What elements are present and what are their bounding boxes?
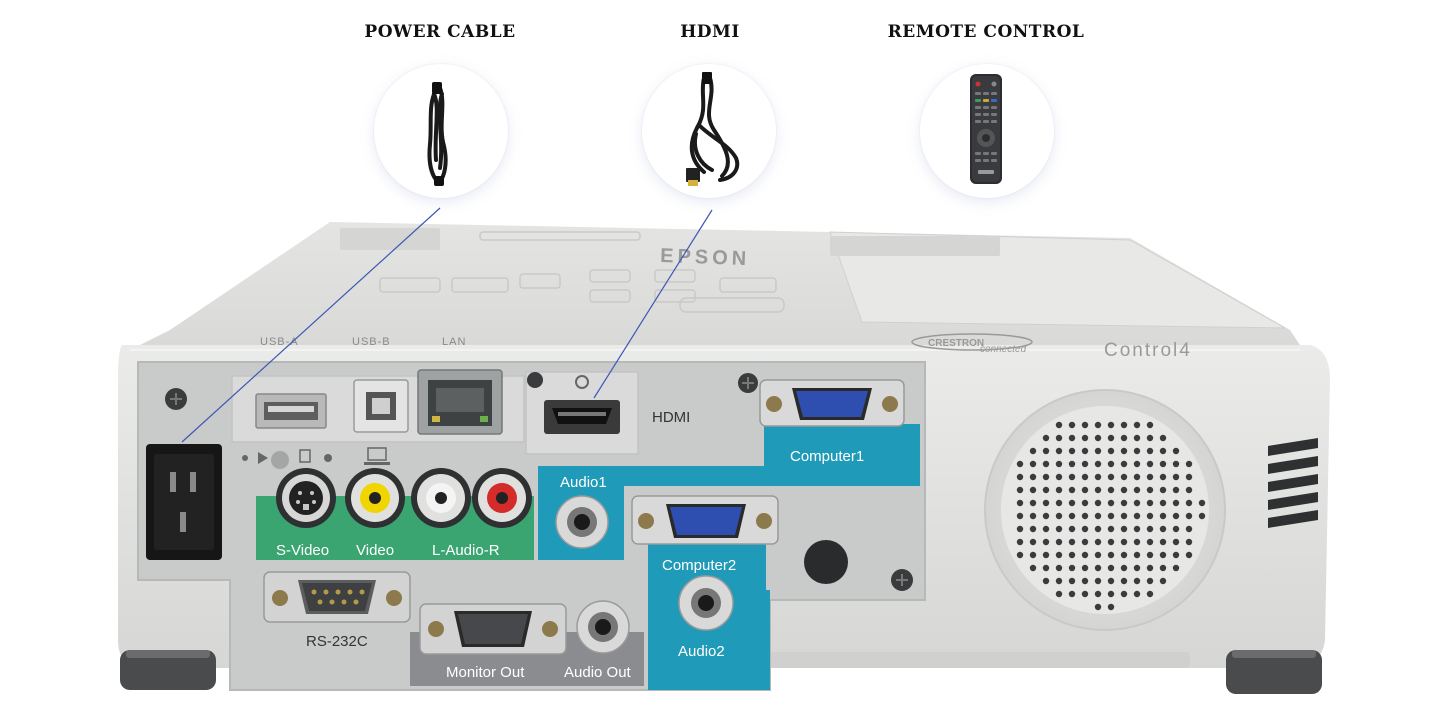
audio-left-port[interactable] bbox=[411, 468, 471, 528]
monitor-out-label: Monitor Out bbox=[446, 664, 525, 681]
usb-b-port[interactable] bbox=[353, 379, 409, 433]
svg-text:CRESTRON: CRESTRON bbox=[928, 338, 984, 349]
usb-b-label: USB-B bbox=[352, 336, 391, 348]
brand-logo: EPSON bbox=[660, 245, 751, 270]
video-port[interactable] bbox=[345, 468, 405, 528]
rs232c-label: RS-232C bbox=[306, 633, 368, 650]
audio2-label: Audio2 bbox=[678, 643, 725, 660]
l-audio-r-label: L-Audio-R bbox=[432, 542, 500, 559]
rs232c-port[interactable] bbox=[263, 571, 411, 623]
hdmi-cable-icon bbox=[686, 72, 740, 186]
audio-out-port[interactable] bbox=[576, 600, 630, 654]
right-foot bbox=[1226, 650, 1322, 694]
hdmi-label: HDMI bbox=[652, 409, 690, 426]
s-video-port[interactable] bbox=[276, 468, 336, 528]
power-cable-icon bbox=[427, 82, 448, 186]
control-buttons bbox=[379, 231, 785, 313]
accessory-power-cable bbox=[374, 64, 508, 198]
audio2-port[interactable] bbox=[678, 575, 734, 631]
speaker-grille bbox=[984, 389, 1226, 631]
audio1-port[interactable] bbox=[555, 495, 609, 549]
accessory-remote-control bbox=[920, 64, 1054, 198]
lan-port[interactable] bbox=[417, 369, 503, 435]
svg-text:connected: connected bbox=[980, 344, 1027, 355]
audio-right-port[interactable] bbox=[472, 468, 532, 528]
ir-sensor bbox=[804, 540, 848, 584]
accessory-title-hdmi: HDMI bbox=[680, 22, 740, 42]
left-foot bbox=[120, 650, 216, 690]
video-label: Video bbox=[356, 542, 394, 559]
computer1-zone bbox=[764, 424, 920, 486]
crestron-logo: CRESTRON connected bbox=[911, 333, 1033, 355]
audio-out-label: Audio Out bbox=[564, 664, 632, 681]
control4-logo: Control4 bbox=[1104, 340, 1192, 361]
lan-label: LAN bbox=[442, 336, 466, 348]
usb-a-port[interactable] bbox=[255, 393, 327, 429]
remote-control-icon bbox=[970, 74, 1002, 184]
hdmi-callout-line bbox=[593, 209, 713, 399]
top-label-strip bbox=[340, 228, 1000, 256]
hdmi-port[interactable] bbox=[544, 400, 620, 434]
accessory-title-power-cable: POWER CABLE bbox=[364, 22, 516, 42]
accessory-hdmi bbox=[642, 64, 776, 198]
power-cable-callout-line bbox=[181, 207, 441, 443]
power-inlet bbox=[146, 444, 222, 560]
computer2-port[interactable] bbox=[631, 495, 779, 545]
av-indicator-icons bbox=[242, 447, 390, 469]
computer1-label: Computer1 bbox=[790, 448, 864, 465]
computer1-port[interactable] bbox=[759, 379, 905, 427]
computer2-label: Computer2 bbox=[662, 557, 736, 574]
accessory-title-remote-control: REMOTE CONTROL bbox=[887, 22, 1085, 42]
side-vent bbox=[1268, 438, 1318, 528]
s-video-label: S-Video bbox=[276, 542, 329, 559]
monitor-out-port[interactable] bbox=[419, 603, 567, 655]
audio1-label: Audio1 bbox=[560, 474, 607, 491]
